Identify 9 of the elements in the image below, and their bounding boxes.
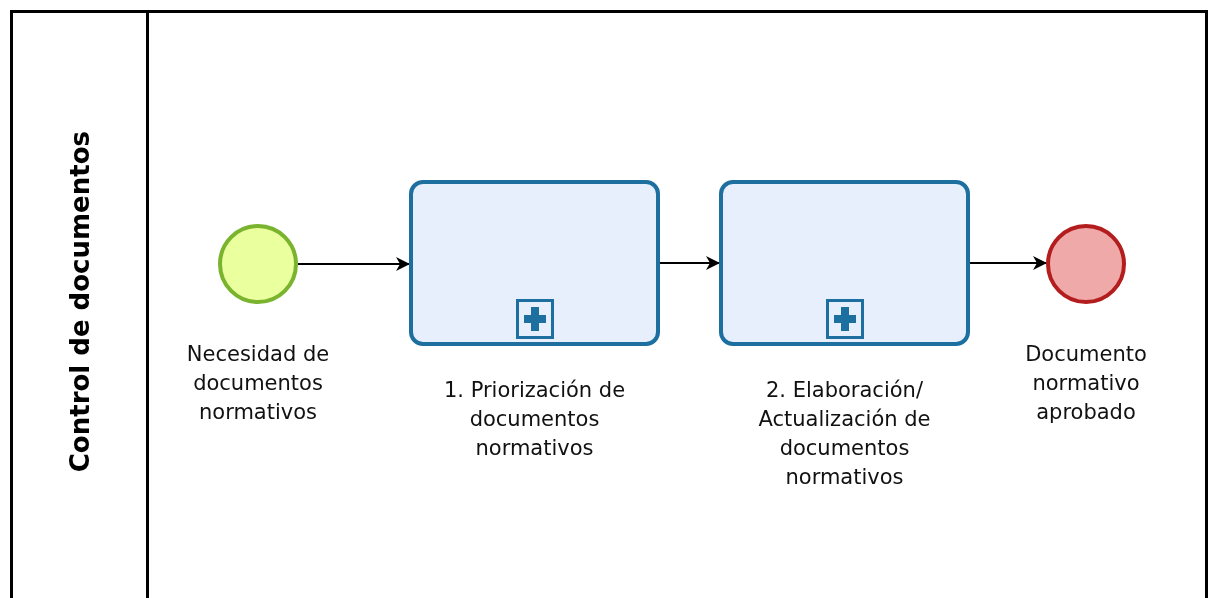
sequence-flow-arrow	[297, 257, 410, 271]
lane-title: Control de documentos	[64, 130, 95, 473]
node-label: 1. Priorización de documentos normativos	[442, 377, 627, 462]
node-label: Necesidad de documentos normativos	[185, 341, 331, 426]
swimlane-pool	[10, 10, 1208, 598]
sequence-flow-arrow	[969, 256, 1047, 270]
node-label: 2. Elaboración/ Actualización de documentos normativos	[757, 377, 932, 491]
node-label: Documento normativo aprobado	[1024, 341, 1148, 426]
sequence-flow-arrow	[659, 256, 720, 270]
